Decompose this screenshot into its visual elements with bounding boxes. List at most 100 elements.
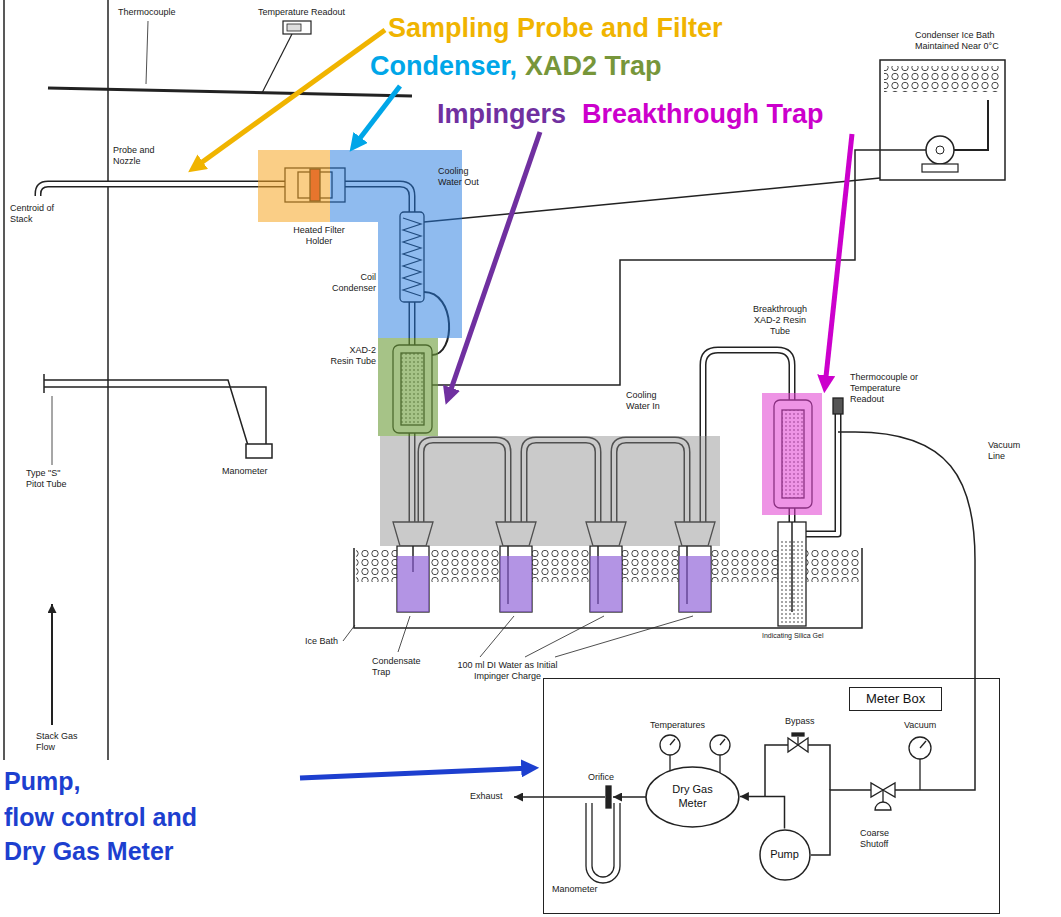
part-label: Cooling Water Out	[438, 166, 493, 188]
meter-box-fittings-part	[798, 738, 808, 752]
part-label: Indicating Silica Gel	[762, 632, 823, 640]
part-label: Condenser Ice Bath Maintained Near 0°C	[915, 30, 1020, 52]
callout-title: Condenser,	[370, 50, 517, 82]
ice-bath-part	[480, 616, 514, 657]
meter-box-fittings-part	[909, 737, 931, 759]
condenser-ice-bath-part	[880, 60, 1005, 180]
highlight-overlay-part	[380, 436, 720, 546]
highlight-overlay-part	[679, 556, 711, 612]
condenser-ice-bath-part	[926, 136, 954, 164]
highlight-overlay-part	[590, 556, 622, 612]
condenser-ice-bath-part	[954, 100, 988, 150]
part-label: Manometer	[552, 884, 598, 895]
meter-box-fittings-part	[586, 803, 620, 883]
part-label: Vacuum Line	[988, 440, 1033, 462]
thermocouple-part	[283, 21, 311, 34]
part-label: Bypass	[785, 716, 815, 727]
vacuum-line-part	[765, 745, 788, 797]
highlight-overlay-part	[258, 150, 330, 222]
impinger-part	[679, 546, 711, 612]
ice-bath-part	[343, 625, 355, 641]
stack-flow-arrow	[52, 604, 53, 725]
pump-symbol-shape	[760, 830, 810, 880]
impinger-part	[397, 546, 429, 612]
callout-title: Impingers	[437, 98, 566, 130]
meter-box-fittings-part	[871, 783, 883, 797]
meter-box-fittings-part	[719, 755, 720, 773]
meter-box-fittings-part	[710, 735, 730, 755]
breakthrough-trap-part	[778, 522, 806, 626]
part-label: Centroid of Stack	[10, 203, 65, 225]
node-label: Pump	[770, 848, 799, 861]
part-label: Type "S" Pitot Tube	[26, 468, 76, 490]
meter-box-fittings-part	[875, 802, 891, 810]
part-label: Thermocouple or Temperature Readout	[850, 372, 922, 404]
dry-gas-meter-shape	[646, 767, 739, 827]
part-label: Temperatures	[650, 720, 705, 731]
part-label: Stack Gas Flow	[36, 731, 86, 753]
meter-box-fittings-part	[613, 796, 648, 798]
cooling-water-line-part	[432, 150, 880, 385]
breakthrough-trap-part	[833, 398, 843, 414]
part-label: Probe and Nozzle	[113, 145, 165, 167]
callout-arrow-part	[825, 134, 852, 386]
meter-box-fittings-part	[669, 755, 670, 771]
thermocouple	[48, 21, 412, 96]
flow-connector	[740, 797, 785, 829]
pitot-and-manometer-part	[44, 387, 266, 444]
part-label: Coil Condenser	[326, 272, 376, 294]
part-label: Heated Filter Holder	[284, 225, 354, 247]
thermocouple-part	[287, 24, 301, 31]
pitot-and-manometer-part	[44, 380, 250, 452]
highlight-overlay-part	[378, 338, 438, 436]
stack-wall-part	[3, 0, 5, 760]
meter-box-fittings-part	[592, 803, 614, 877]
meter-box-fittings-part	[606, 786, 611, 808]
callout-arrow-part	[300, 768, 532, 778]
cooling-water-line-part	[424, 178, 880, 222]
part-label: Exhaust	[470, 791, 503, 802]
part-label: Vacuum	[904, 720, 936, 731]
vacuum-line-part	[808, 745, 830, 790]
thermocouple-part	[262, 34, 292, 93]
stack-flow-arrow-part	[51, 604, 53, 725]
condenser-ice-bath	[880, 60, 1005, 180]
thermocouple-part	[146, 21, 148, 84]
meter-box-fittings-part	[882, 790, 883, 803]
pitot-and-manometer-part	[43, 374, 45, 393]
part-label: Coarse Shutoff	[860, 828, 910, 850]
vacuum-line-part	[838, 432, 975, 790]
ice-bath-part	[398, 616, 410, 652]
part-label: XAD-2 Resin Tube	[326, 345, 376, 367]
part-label: Breakthrough XAD-2 Resin Tube	[748, 304, 812, 336]
breakthrough-trap-part	[791, 522, 793, 612]
callout-title: Breakthrough Trap	[582, 98, 824, 130]
glass-pipe-outline-part	[38, 184, 286, 196]
callout-arrow	[194, 30, 852, 778]
ice-bath-part	[555, 616, 693, 657]
callout-title: XAD2 Trap	[525, 50, 662, 82]
ice-bath-part	[525, 616, 604, 657]
pitot-and-manometer-part	[246, 444, 272, 458]
pitot-and-manometer-part	[52, 396, 53, 465]
callout-arrow-part	[354, 86, 400, 146]
thermocouple-part	[48, 88, 412, 96]
highlight-overlay	[258, 150, 822, 612]
meter-box: Meter BoxDry Gas MeterPump	[543, 678, 1000, 914]
pitot-and-manometer	[44, 374, 272, 465]
meter-box-fittings-part	[720, 739, 725, 745]
condenser-ice-bath-part	[880, 149, 926, 151]
impinger-part	[590, 546, 622, 612]
impinger-part	[500, 546, 532, 612]
meter-box-fittings	[514, 733, 931, 883]
pump-symbol: Pump	[759, 829, 811, 881]
meter-box-fittings-part	[883, 783, 895, 797]
callout-title: Sampling Probe and Filter	[388, 12, 723, 44]
callout-arrow-part	[194, 30, 385, 168]
meter-box-fittings-part	[797, 737, 798, 745]
highlight-overlay-part	[762, 393, 822, 515]
part-label: Manometer	[222, 466, 268, 477]
node-label: Dry Gas Meter	[662, 783, 722, 809]
